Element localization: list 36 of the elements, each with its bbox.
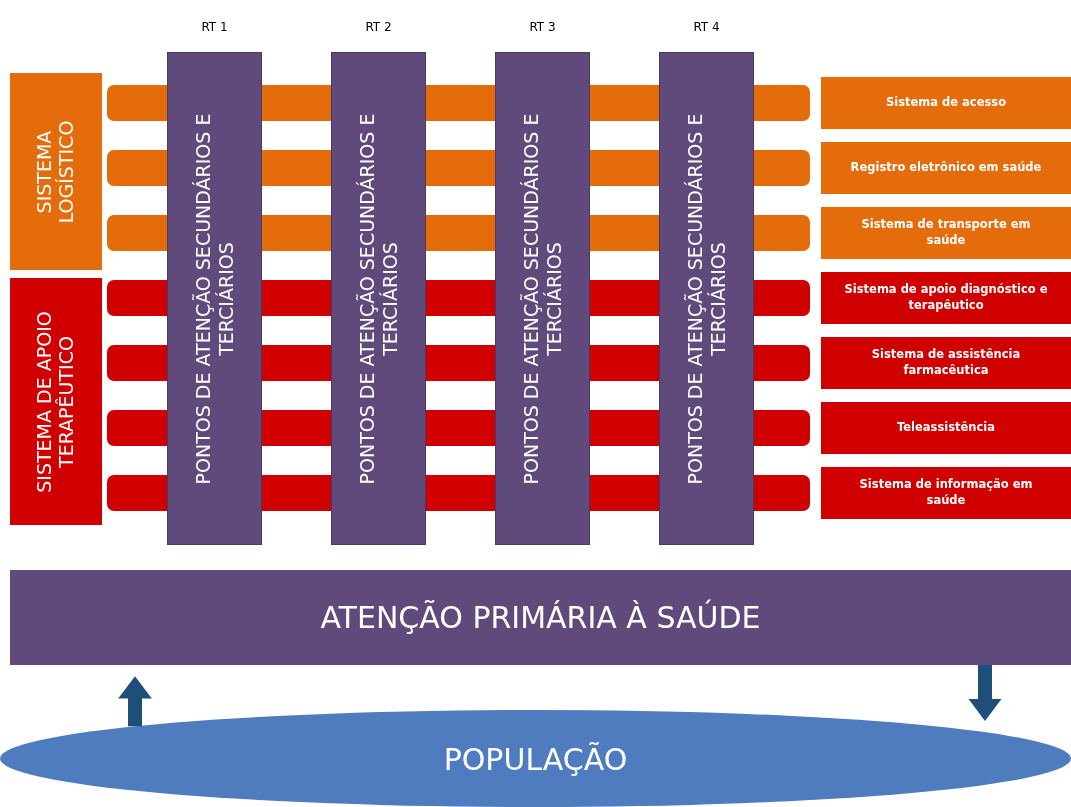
system-name: Sistema de apoio diagnóstico e terapêutico (843, 282, 1049, 314)
system-box (821, 402, 1071, 454)
network-label: RT 1 (200, 20, 229, 34)
band-title: ATENÇÃO PRIMÁRIA À SAÚDE (320, 600, 761, 635)
system-box (821, 337, 1071, 389)
system-box (821, 467, 1071, 519)
system-name: Sistema de acesso (885, 95, 1007, 111)
ellipse-label: POPULAÇÃO (442, 741, 629, 776)
column-box (659, 52, 754, 545)
column-box (495, 52, 590, 545)
population-ellipse (0, 710, 1071, 807)
panel-title: SISTEMA LOGÍSTICO (34, 119, 78, 225)
arrow (968, 665, 1002, 721)
system-box (821, 272, 1071, 324)
system-name: Registro eletrônico em saúde (850, 160, 1042, 176)
system-box (821, 142, 1071, 194)
panel-title: SISTEMA DE APOIO TERAPÊUTICO (34, 309, 78, 495)
column-box (331, 52, 426, 545)
network-label: RT 3 (528, 20, 557, 34)
column-title: PONTOS DE ATENÇÃO SECUNDÁRIOS E TERCIÁRIOS (355, 112, 402, 486)
system-box (821, 207, 1071, 259)
column-title: PONTOS DE ATENÇÃO SECUNDÁRIOS E TERCIÁRIOS (683, 112, 730, 486)
system-box (821, 77, 1071, 129)
network-label: RT 2 (364, 20, 393, 34)
network-label: RT 4 (692, 20, 721, 34)
system-name: Sistema de transporte em saúde (860, 217, 1032, 249)
side-panel (10, 278, 102, 525)
system-name: Sistema de assistência farmacêutica (870, 347, 1022, 379)
column-box (167, 52, 262, 545)
arrow (118, 676, 152, 727)
primary-care-band (10, 570, 1071, 665)
column-title: PONTOS DE ATENÇÃO SECUNDÁRIOS E TERCIÁRIOS (519, 112, 566, 486)
system-name: Teleassistência (896, 420, 996, 436)
column-title: PONTOS DE ATENÇÃO SECUNDÁRIOS E TERCIÁRIOS (191, 112, 238, 486)
system-name: Sistema de informação em saúde (858, 477, 1034, 509)
side-panel (10, 73, 102, 270)
